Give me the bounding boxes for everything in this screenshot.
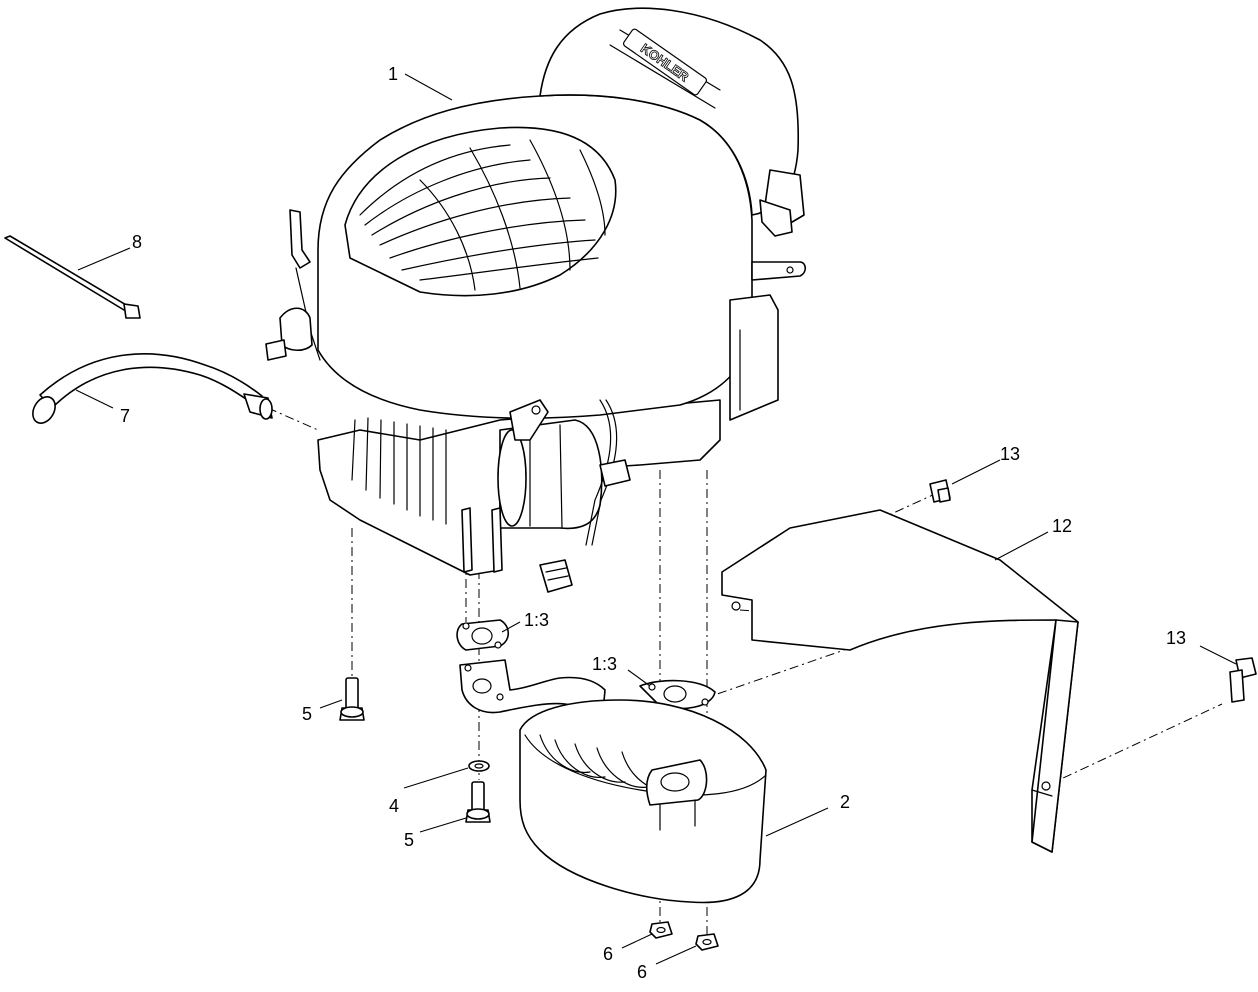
starter-motor	[497, 399, 603, 530]
callout-1: 1	[388, 64, 398, 84]
callout-1-3-lower: 1:3	[592, 654, 617, 674]
callout-4: 4	[389, 796, 399, 816]
gasket-lower	[639, 679, 716, 710]
nut-6-right	[695, 933, 719, 951]
callout-12: 12	[1052, 516, 1072, 536]
callout-13-upper: 13	[1000, 444, 1020, 464]
nut-6-left	[649, 921, 673, 939]
callout-6-right: 6	[637, 962, 647, 982]
muffler	[459, 659, 767, 904]
wire-connector	[539, 559, 573, 593]
callout-6-left: 6	[603, 944, 613, 964]
callout-5-lower: 5	[404, 830, 414, 850]
bolt-5-lower	[465, 781, 491, 823]
callout-5-upper: 5	[302, 704, 312, 724]
bolt-13-upper	[929, 479, 951, 503]
gasket-upper	[456, 619, 510, 651]
cooling-fins	[351, 417, 447, 525]
washer	[468, 760, 490, 772]
callout-2: 2	[840, 792, 850, 812]
callout-13-lower: 13	[1166, 628, 1186, 648]
leader-lines	[75, 73, 1237, 965]
bolt-5-upper	[339, 677, 365, 721]
fuel-hose	[32, 353, 273, 424]
callout-1-3-upper: 1:3	[524, 610, 549, 630]
cable-tie	[4, 235, 141, 319]
engine: KOHLER	[265, 7, 807, 593]
bolt-13-lower	[1229, 657, 1257, 703]
callout-labels: 1 2 4 5 5 6 6 7 8 12 13 13 1:3 1:3	[120, 64, 1186, 982]
heat-shield	[721, 509, 1079, 853]
callout-7: 7	[120, 406, 130, 426]
cooling-grille	[344, 126, 617, 297]
callout-8: 8	[132, 232, 142, 252]
